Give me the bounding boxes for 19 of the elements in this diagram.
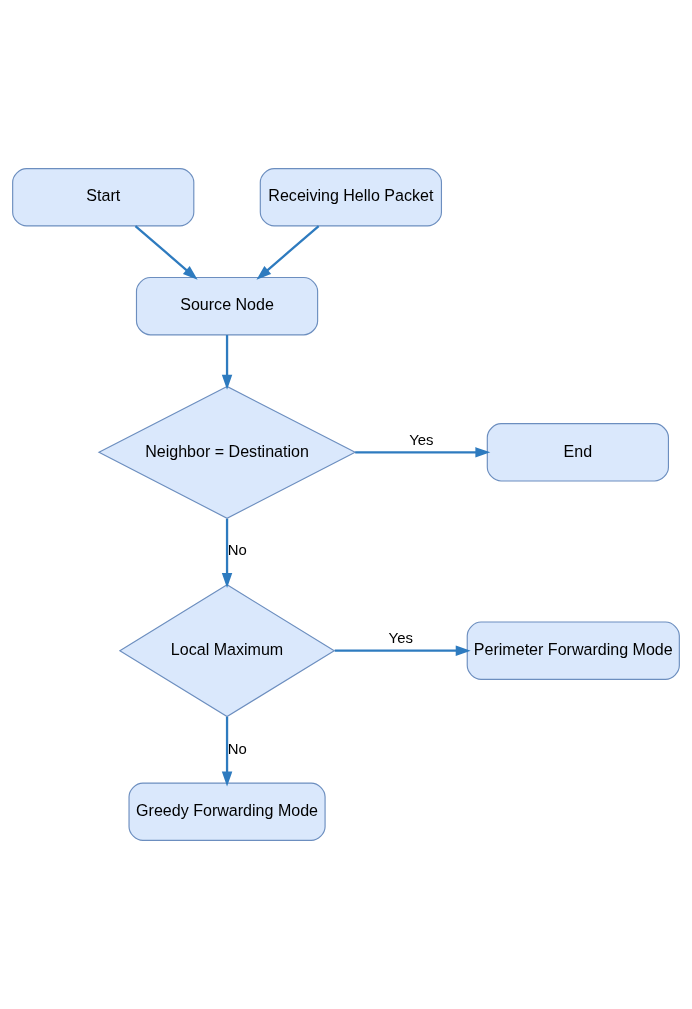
node-box: Greedy Forwarding Mode: [128, 782, 326, 841]
node-box: Source Node: [135, 276, 319, 336]
edge-label: Yes: [388, 630, 413, 647]
edge-label: No: [227, 740, 247, 757]
node-diamond: Neighbor = Destination: [97, 385, 357, 519]
arrow: [256, 225, 320, 280]
node-box: Start: [12, 168, 195, 227]
arrow: [221, 518, 233, 588]
arrow: [221, 335, 233, 390]
node-box: Perimeter Forwarding Mode: [466, 621, 680, 680]
arrow: [134, 225, 198, 280]
arrow: [334, 645, 471, 656]
edge-label: Yes: [409, 431, 434, 448]
arrow: [355, 447, 491, 458]
edge-label: No: [227, 542, 247, 559]
arrow: [221, 716, 233, 787]
node-box: Receiving Hello Packet: [259, 168, 442, 227]
node-diamond: Local Maximum: [118, 584, 336, 718]
node-box: End: [486, 423, 669, 482]
